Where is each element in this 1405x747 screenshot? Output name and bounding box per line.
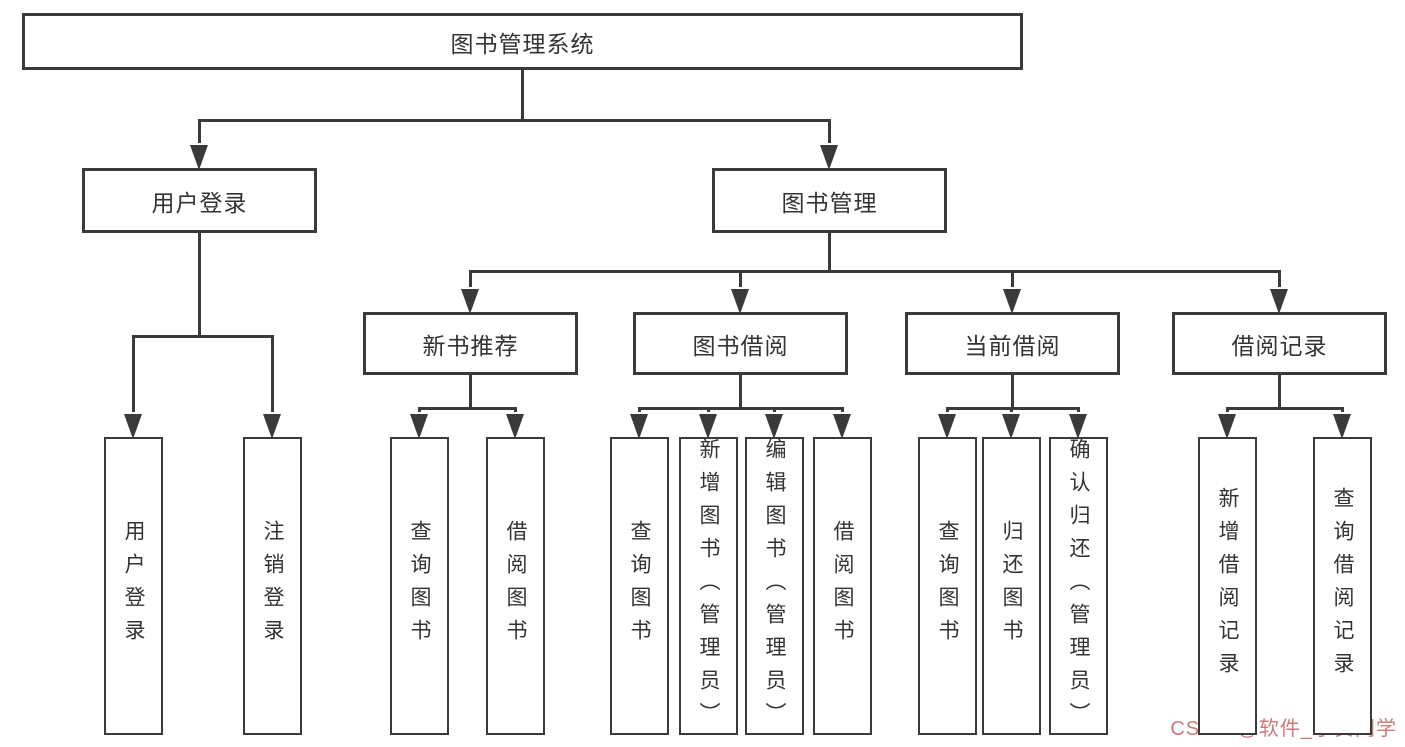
connector-line (469, 270, 472, 287)
connector-line (1010, 407, 1013, 412)
node-leaf-edit-book: 编辑图书（管理员） (745, 437, 804, 735)
node-label: 新书推荐 (422, 332, 519, 359)
node-label: 图书管理 (781, 189, 878, 216)
connector-line (1226, 407, 1229, 412)
arrow-down-icon (1069, 414, 1087, 439)
connector-line (521, 70, 524, 122)
node-label: 查询图书 (936, 520, 959, 652)
node-leaf-borrow-book-1: 借阅图书 (486, 437, 545, 735)
arrow-down-icon (833, 414, 851, 439)
node-label: 当前借阅 (964, 332, 1061, 359)
node-book-mgmt: 图书管理 (712, 168, 947, 233)
arrow-down-icon (1003, 289, 1021, 314)
connector-line (739, 270, 742, 287)
arrow-down-icon (731, 289, 749, 314)
node-user-login: 用户登录 (82, 168, 317, 233)
connector-line (514, 407, 517, 412)
node-current-borrow: 当前借阅 (905, 312, 1120, 375)
node-label: 查询借阅记录 (1331, 487, 1354, 685)
arrow-down-icon (820, 145, 838, 170)
node-leaf-add-book: 新增图书（管理员） (679, 437, 738, 735)
connector-line (1011, 375, 1014, 410)
connector-line (198, 233, 201, 338)
node-leaf-confirm-return: 确认归还（管理员） (1049, 437, 1108, 735)
arrow-down-icon (506, 414, 524, 439)
arrow-down-icon (765, 414, 783, 439)
arrow-down-icon (630, 414, 648, 439)
node-root: 图书管理系统 (22, 13, 1023, 70)
connector-line (828, 233, 831, 273)
connector-line (828, 119, 831, 143)
connector-line (1278, 375, 1281, 410)
arrow-down-icon (1218, 414, 1236, 439)
connector-line (1226, 407, 1344, 410)
node-leaf-query-book-1: 查询图书 (390, 437, 449, 735)
connector-line (638, 407, 844, 410)
node-label: 借阅图书 (504, 520, 527, 652)
connector-line (1278, 270, 1281, 287)
connector-line (707, 407, 710, 412)
node-label: 确认归还（管理员） (1067, 437, 1090, 735)
connector-line (469, 375, 472, 410)
connector-line (841, 407, 844, 412)
arrow-down-icon (263, 414, 281, 439)
node-label: 查询图书 (408, 520, 431, 652)
node-leaf-query-book-2: 查询图书 (610, 437, 669, 735)
connector-line (1341, 407, 1344, 412)
node-leaf-add-borrow-record: 新增借阅记录 (1198, 437, 1257, 735)
connector-line (946, 407, 1080, 410)
node-label: 新增图书（管理员） (697, 437, 720, 735)
connector-line (469, 270, 1281, 273)
arrow-down-icon (699, 414, 717, 439)
node-label: 用户登录 (151, 189, 248, 216)
node-new-book-rec: 新书推荐 (363, 312, 578, 375)
arrow-down-icon (938, 414, 956, 439)
node-label: 借阅图书 (831, 520, 854, 652)
connector-line (132, 335, 274, 338)
node-label: 图书管理系统 (450, 30, 595, 57)
connector-line (1077, 407, 1080, 412)
node-label: 注销登录 (261, 520, 284, 652)
connector-line (198, 119, 831, 122)
connector-line (946, 407, 949, 412)
arrow-down-icon (410, 414, 428, 439)
node-label: 查询图书 (628, 520, 651, 652)
node-borrow-records: 借阅记录 (1172, 312, 1387, 375)
connector-line (638, 407, 641, 412)
node-label: 图书借阅 (692, 332, 789, 359)
node-leaf-return-book: 归还图书 (982, 437, 1041, 735)
arrow-down-icon (1002, 414, 1020, 439)
arrow-down-icon (1333, 414, 1351, 439)
node-label: 用户登录 (122, 520, 145, 652)
arrow-down-icon (1270, 289, 1288, 314)
connector-line (773, 407, 776, 412)
connector-line (271, 335, 274, 412)
arrow-down-icon (190, 145, 208, 170)
arrow-down-icon (461, 289, 479, 314)
connector-line (418, 407, 421, 412)
node-book-borrow: 图书借阅 (633, 312, 848, 375)
node-label: 归还图书 (1000, 520, 1023, 652)
arrow-down-icon (124, 414, 142, 439)
node-leaf-query-borrow-record: 查询借阅记录 (1313, 437, 1372, 735)
node-leaf-borrow-book-2: 借阅图书 (813, 437, 872, 735)
connector-line (1011, 270, 1014, 287)
node-leaf-query-book-3: 查询图书 (918, 437, 977, 735)
node-leaf-logout: 注销登录 (243, 437, 302, 735)
node-leaf-user-login: 用户登录 (104, 437, 163, 735)
node-label: 借阅记录 (1231, 332, 1328, 359)
connector-line (132, 335, 135, 412)
connector-line (739, 375, 742, 410)
node-label: 编辑图书（管理员） (763, 437, 786, 735)
node-label: 新增借阅记录 (1216, 487, 1239, 685)
connector-line (198, 119, 201, 143)
connector-line (418, 407, 517, 410)
